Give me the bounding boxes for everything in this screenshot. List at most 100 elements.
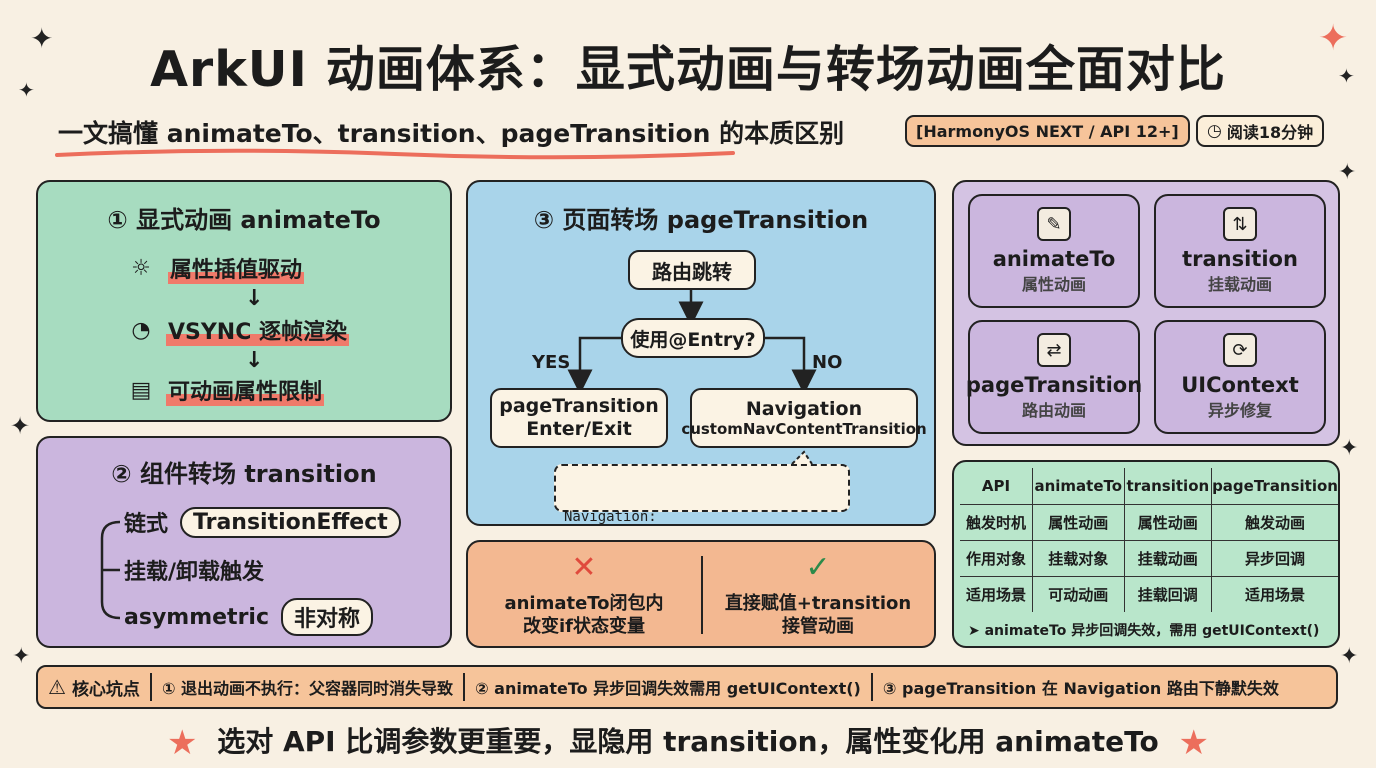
subtitle-underline (55, 148, 735, 160)
arrow-down-icon: ↓ (245, 286, 264, 311)
flow-step-label: VSYNC 逐帧渲染 (166, 314, 350, 346)
panel-compare-table: API animateTo transition pageTransition … (952, 460, 1340, 648)
divider (701, 556, 703, 634)
card-name: transition (1182, 247, 1298, 271)
refresh-icon: ⟳ (1223, 333, 1257, 367)
table-row: API animateTo transition pageTransition (960, 468, 1338, 505)
cross-icon: ✕ (571, 550, 597, 585)
card-sub: 挂载动画 (1207, 275, 1272, 294)
table-cell: 适用场景 (960, 576, 1033, 612)
sun-icon: ☼ (131, 255, 151, 281)
no-label: NO (812, 352, 843, 373)
table-cell: 适用场景 (1245, 585, 1306, 604)
table-cell: 属性动画 (1032, 504, 1125, 541)
list-item: 链式 TransitionEffect (124, 506, 401, 538)
page-title: ArkUI 动画体系：显式动画与转场动画全面对比 (150, 41, 1226, 98)
divider (149, 673, 152, 701)
pitfall-item: ② animateTo 异步回调失效需用 getUIContext() (475, 679, 861, 698)
divider (870, 673, 873, 701)
wrong-line: 改变if状态变量 (522, 616, 645, 637)
api-card: ⇅ transition 挂载动画 (1154, 194, 1326, 308)
sparkle-icon: ✦ (12, 644, 31, 669)
comparison-table: API animateTo transition pageTransition … (960, 468, 1338, 612)
checklist-icon: ▤ (130, 377, 152, 403)
table-cell: 挂载回调 (1124, 576, 1213, 612)
sparkle-icon: ✦ (1338, 64, 1355, 88)
sparkle-icon: ✦ (1340, 644, 1359, 669)
code-callout: Navigation: customNavContentTransition (554, 464, 850, 582)
sparkle-icon: ✦ (1338, 160, 1357, 185)
table-row: 适用场景 可动动画 挂载回调 适用场景 (960, 576, 1338, 612)
table-cell: 挂载对象 (1032, 540, 1125, 577)
table-cell: pageTransition (1211, 468, 1338, 505)
api-card: ✎ animateTo 属性动画 (968, 194, 1140, 308)
card-name: UIContext (1181, 373, 1299, 397)
flow-step-label: 可动画属性限制 (166, 374, 325, 406)
panel-transition: ② 组件转场 transition 链式 TransitionEffect 挂载… (36, 436, 452, 648)
flow-step: ▤ 可动画属性限制 (124, 374, 325, 406)
wrong-line: animateTo闭包内 (504, 593, 664, 614)
node-line: Enter/Exit (526, 418, 632, 440)
flow-decision-node: 使用@Entry? (621, 318, 765, 358)
right-line: 接管动画 (782, 616, 854, 637)
panel-pagetransition: ③ 页面转场 pageTransition 路由跳转 使用@Entry? YES… (466, 180, 936, 582)
wrong-approach: animateTo闭包内 改变if状态变量 (468, 592, 700, 638)
brush-icon: ✎ (1037, 207, 1071, 241)
right-line: 直接赋值+transition (724, 593, 912, 614)
page-subtitle: 一文搞懂 animateTo、transition、pageTransition… (58, 119, 845, 148)
gauge-icon: ◔ (131, 317, 151, 343)
table-cell: API (960, 468, 1033, 505)
node-line: pageTransition (499, 395, 659, 417)
table-cell: 作用对象 (960, 540, 1033, 577)
flow-no-node: Navigation customNavContentTransition (681, 388, 927, 448)
card-sub: 属性动画 (1021, 275, 1086, 294)
panel-title: ① 显式动画 animateTo (107, 206, 381, 234)
table-cell: transition (1124, 468, 1213, 505)
flow-start-node: 路由跳转 (628, 250, 756, 290)
list-item: 挂载/卸载触发 (124, 554, 264, 586)
card-name: animateTo (992, 247, 1116, 271)
star-icon: ★ (1178, 723, 1209, 763)
callout-pointer (791, 450, 813, 465)
panel-title: ② 组件转场 transition (111, 460, 377, 488)
sparkle-icon: ✦ (1318, 18, 1349, 59)
panel-title: ③ 页面转场 pageTransition (533, 206, 869, 234)
sparkle-icon: ✦ (18, 78, 35, 102)
panel-api-cards: ✎ animateTo 属性动画 ⇅ transition 挂载动画 ⇄ pag… (952, 180, 1340, 446)
table-cell: 属性动画 (1124, 504, 1213, 541)
reading-time-tag: ◷ 阅读18分钟 (1196, 115, 1325, 147)
flowchart-connectors (567, 290, 817, 395)
reading-time-label: 阅读18分钟 (1226, 123, 1314, 142)
pitfalls-label: 核心坑点 (71, 679, 140, 700)
item-pill: TransitionEffect (180, 506, 401, 538)
panel-compare: ✕ animateTo闭包内 改变if状态变量 ✓ 直接赋值+transitio… (466, 540, 936, 648)
sparkle-icon: ✦ (30, 22, 54, 55)
bracket-connector (100, 520, 121, 620)
table-row: 作用对象 挂载对象 挂载动画 异步回调 (960, 540, 1338, 577)
code-line: Navigation: (564, 509, 657, 525)
yes-label: YES (532, 352, 571, 373)
pitfall-item: ① 退出动画不执行：父容器同时消失导致 (161, 679, 454, 698)
list-item: asymmetric 非对称 (124, 598, 374, 636)
item-label: asymmetric (124, 604, 269, 630)
card-sub: 路由动画 (1021, 401, 1086, 420)
table-cell: 触发时机 (960, 504, 1033, 541)
pointer-icon: ➤ (968, 623, 980, 639)
node-line: customNavContentTransition (681, 420, 927, 438)
warning-icon: ⚠ (48, 675, 66, 699)
flow-step-label: 属性插值驱动 (168, 252, 305, 284)
pitfalls-bar: ⚠ 核心坑点 ① 退出动画不执行：父容器同时消失导致 ② animateTo 异… (36, 665, 1338, 709)
table-cell: 可动动画 (1032, 576, 1125, 612)
table-cell: 挂载动画 (1124, 540, 1213, 577)
table-note: ➤ animateTo 异步回调失效，需用 getUIContext() (968, 620, 1319, 640)
footer-text: 选对 API 比调参数更重要，显隐用 transition，属性变化用 anim… (217, 725, 1159, 758)
api-card: ⇄ pageTransition 路由动画 (965, 320, 1143, 434)
flow-step: ◔ VSYNC 逐帧渲染 (124, 314, 350, 346)
flow-yes-node: pageTransition Enter/Exit (490, 388, 668, 448)
table-cell: 触发动画 (1211, 504, 1338, 541)
card-name: pageTransition (965, 373, 1143, 397)
node-line: Navigation (745, 398, 863, 420)
arrow-down-icon: ↓ (245, 348, 264, 373)
flow-step: ☼ 属性插值驱动 (124, 252, 305, 284)
table-note-text: animateTo 异步回调失效，需用 getUIContext() (984, 623, 1320, 639)
